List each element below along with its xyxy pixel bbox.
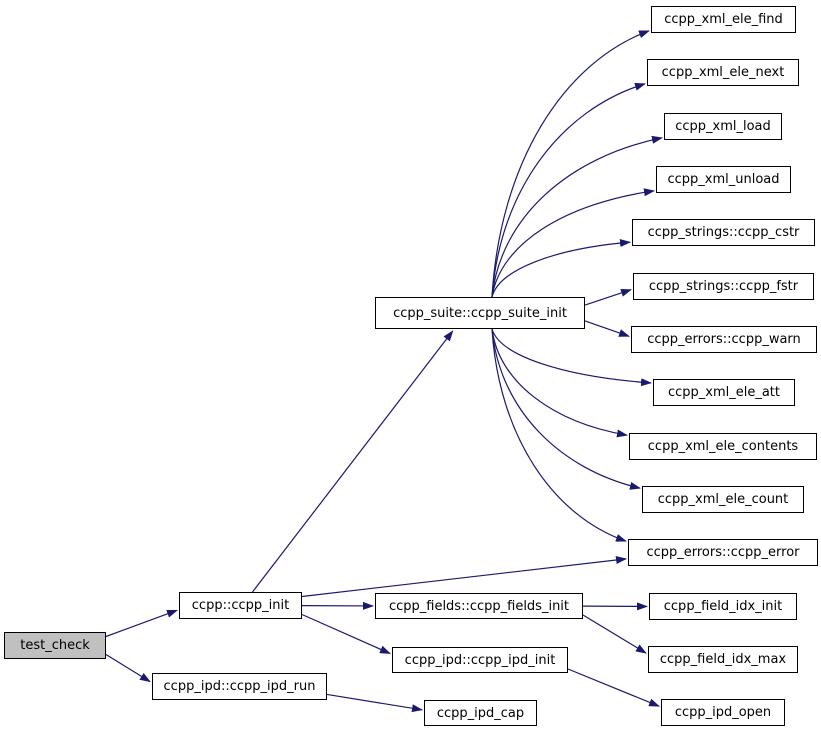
graph-node-cstr[interactable]: ccpp_strings::ccpp_cstr: [632, 219, 815, 246]
graph-node-xml_unload[interactable]: ccpp_xml_unload: [656, 166, 791, 193]
call-edge-ccpp_init-to-ipd_init: [301, 613, 391, 655]
graph-node-suite_init[interactable]: ccpp_suite::ccpp_suite_init: [375, 297, 585, 329]
graph-node-xml_ele_count[interactable]: ccpp_xml_ele_count: [642, 486, 804, 513]
call-edge-suite_init-to-warn: [584, 320, 630, 337]
graph-node-field_idx_init[interactable]: ccpp_field_idx_init: [649, 593, 797, 620]
call-edge-ccpp_init-to-error: [301, 556, 627, 598]
call-edge-suite_init-to-xml_unload: [491, 188, 655, 298]
graph-node-xml_ele_att[interactable]: ccpp_xml_ele_att: [653, 379, 795, 406]
graph-node-fields_init[interactable]: ccpp_fields::ccpp_fields_init: [375, 593, 583, 619]
graph-node-label: ccpp_xml_ele_att: [667, 385, 781, 400]
graph-node-ipd_cap[interactable]: ccpp_ipd_cap: [424, 700, 537, 726]
call-edge-fields_init-to-field_idx_max: [582, 614, 647, 654]
graph-node-label: ccpp_xml_unload: [667, 172, 780, 187]
graph-node-label: ccpp_strings::ccpp_cstr: [647, 225, 800, 240]
graph-node-fstr[interactable]: ccpp_strings::ccpp_fstr: [633, 273, 814, 300]
graph-node-label: ccpp_xml_ele_find: [664, 12, 783, 27]
graph-node-label: ccpp_xml_ele_contents: [647, 439, 799, 454]
graph-node-label: test_check: [20, 638, 90, 653]
graph-node-label: ccpp_ipd_cap: [436, 705, 525, 721]
call-edge-ccpp_init-to-suite_init: [252, 330, 454, 593]
call-edge-suite_init-to-xml_ele_contents: [491, 328, 628, 438]
call-edge-suite_init-to-xml_ele_att: [491, 328, 652, 387]
graph-node-test_check: test_check: [4, 632, 106, 659]
graph-node-ccpp_init[interactable]: ccpp::ccpp_init: [179, 592, 302, 619]
graph-node-label: ccpp_field_idx_max: [659, 652, 787, 667]
graph-node-label: ccpp_ipd_open: [674, 705, 772, 720]
call-edge-suite_init-to-cstr: [491, 239, 631, 298]
call-edge-suite_init-to-xml_ele_next: [491, 82, 646, 298]
call-edge-suite_init-to-xml_ele_count: [491, 328, 641, 490]
graph-node-warn[interactable]: ccpp_errors::ccpp_warn: [631, 326, 817, 353]
call-edge-test_check-to-ccpp_init: [105, 609, 178, 638]
graph-node-label: ccpp_fields::ccpp_fields_init: [388, 598, 570, 614]
call-edge-ipd_init-to-ipd_open: [567, 668, 660, 707]
graph-node-label: ccpp_errors::ccpp_error: [646, 545, 800, 560]
graph-node-xml_load[interactable]: ccpp_xml_load: [664, 113, 782, 140]
graph-node-ipd_run[interactable]: ccpp_ipd::ccpp_ipd_run: [152, 673, 327, 700]
graph-node-label: ccpp_field_idx_init: [663, 599, 783, 614]
graph-node-label: ccpp_xml_ele_count: [657, 492, 789, 507]
graph-node-label: ccpp_suite::ccpp_suite_init: [393, 305, 567, 321]
call-edge-suite_init-to-fstr: [584, 289, 632, 306]
graph-node-label: ccpp_xml_ele_next: [661, 65, 785, 80]
graph-node-xml_ele_find[interactable]: ccpp_xml_ele_find: [651, 6, 796, 33]
graph-node-label: ccpp_ipd::ccpp_ipd_init: [404, 652, 556, 668]
graph-node-ipd_open[interactable]: ccpp_ipd_open: [661, 699, 785, 726]
graph-node-label: ccpp_strings::ccpp_fstr: [648, 279, 799, 294]
call-edge-ipd_run-to-ipd_cap: [326, 693, 423, 713]
graph-node-label: ccpp_xml_load: [675, 119, 771, 134]
graph-node-xml_ele_contents[interactable]: ccpp_xml_ele_contents: [629, 433, 817, 460]
graph-node-error[interactable]: ccpp_errors::ccpp_error: [628, 539, 818, 566]
call-edge-suite_init-to-xml_ele_find: [491, 30, 650, 298]
graph-node-label: ccpp_errors::ccpp_warn: [647, 332, 801, 347]
call-edge-test_check-to-ipd_run: [105, 653, 151, 683]
graph-node-label: ccpp::ccpp_init: [191, 598, 290, 613]
call-edge-suite_init-to-error: [491, 328, 627, 542]
graph-node-field_idx_max[interactable]: ccpp_field_idx_max: [648, 646, 798, 673]
graph-node-ipd_init[interactable]: ccpp_ipd::ccpp_ipd_init: [392, 647, 568, 673]
graph-node-xml_ele_next[interactable]: ccpp_xml_ele_next: [647, 59, 799, 86]
graph-node-label: ccpp_ipd::ccpp_ipd_run: [163, 679, 316, 694]
